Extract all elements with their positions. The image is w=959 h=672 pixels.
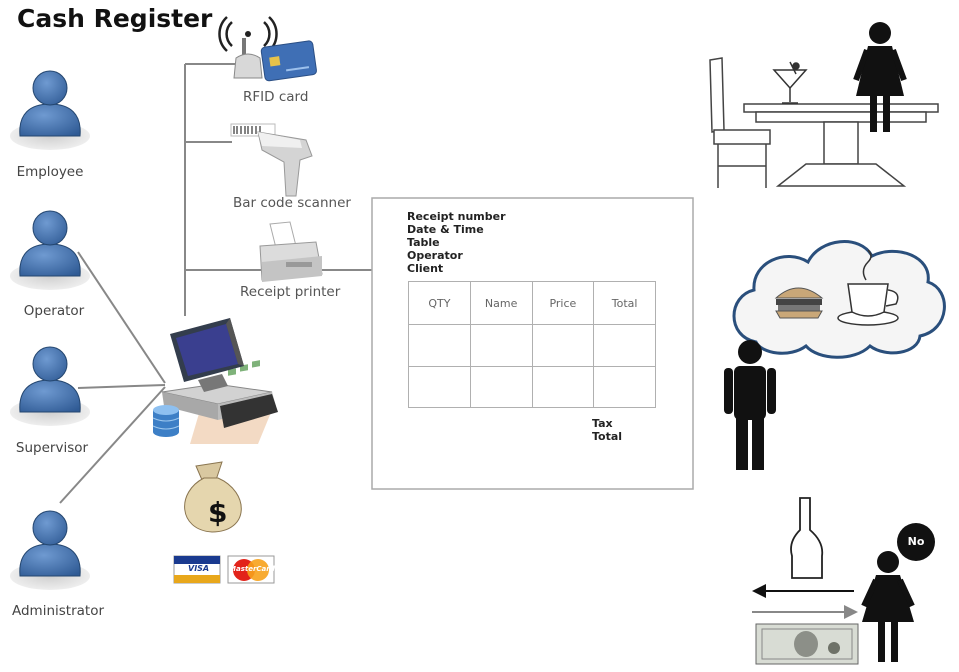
mastercard-text: MasterCard [229, 565, 275, 573]
column-header-price: Price [531, 281, 595, 325]
coffee-cup-icon [837, 249, 899, 326]
money-bag-icon: $ [184, 461, 242, 533]
column-header-name: Name [469, 281, 533, 325]
banknote-icon [755, 623, 859, 665]
receipt-items-table: QTY Name Price Total [408, 281, 656, 408]
page-title: Cash Register [17, 4, 213, 33]
refusing-woman-icon [861, 551, 915, 662]
operator-label: Operator [23, 303, 85, 319]
barcode-scanner-icon [230, 123, 313, 197]
barcode-scanner-label: Bar code scanner [233, 195, 351, 211]
visa-card-text: VISA [188, 564, 210, 573]
customer-man-icon [724, 340, 776, 470]
receipt-field: Date & Time [407, 223, 484, 236]
receipt-totals: Tax Total [592, 417, 622, 443]
thought-cloud-icon [732, 240, 946, 359]
no-badge [897, 523, 935, 561]
burger-icon [774, 287, 824, 319]
table-row [408, 365, 656, 408]
pos-terminal-icon [161, 318, 278, 444]
arrow-left-icon [752, 584, 854, 598]
bottle-icon [790, 497, 824, 579]
visa-card-icon [173, 555, 221, 584]
database-icon [152, 405, 180, 437]
arrow-right-icon [752, 605, 858, 619]
mastercard-icon [227, 555, 275, 584]
receipt-field: Client [407, 262, 444, 275]
employee-label: Employee [16, 164, 84, 180]
column-header-total: Total [593, 281, 656, 325]
martini-glass-icon [772, 61, 808, 104]
rfid-card-label: RFID card [243, 89, 309, 105]
woman-at-table-icon [853, 22, 907, 132]
tax-label: Tax [592, 417, 613, 430]
operator-icon [9, 210, 91, 291]
total-label: Total [592, 430, 623, 443]
connection-lines [59, 63, 372, 504]
receipt-field: Operator [407, 249, 463, 262]
rfid-antenna-icon [218, 16, 278, 79]
no-badge-text: No [907, 535, 925, 548]
receipt-printer-icon [259, 221, 323, 282]
receipt-printer-label: Receipt printer [240, 284, 341, 300]
receipt-field: Table [407, 236, 440, 249]
employee-icon [9, 70, 91, 151]
receipt-field: Receipt number [407, 210, 506, 223]
table-row [408, 324, 656, 367]
svg-text:$: $ [208, 496, 227, 529]
administrator-label: Administrator [11, 603, 105, 619]
table-header-row: QTY Name Price Total [408, 281, 656, 325]
administrator-icon [9, 510, 91, 591]
restaurant-table-icon [709, 57, 939, 188]
supervisor-label: Supervisor [15, 440, 89, 456]
receipt-fields: Receipt number Date & Time Table Operato… [407, 210, 506, 275]
supervisor-icon [9, 346, 91, 427]
rfid-card-icon [260, 40, 317, 82]
column-header-qty: QTY [408, 281, 471, 325]
